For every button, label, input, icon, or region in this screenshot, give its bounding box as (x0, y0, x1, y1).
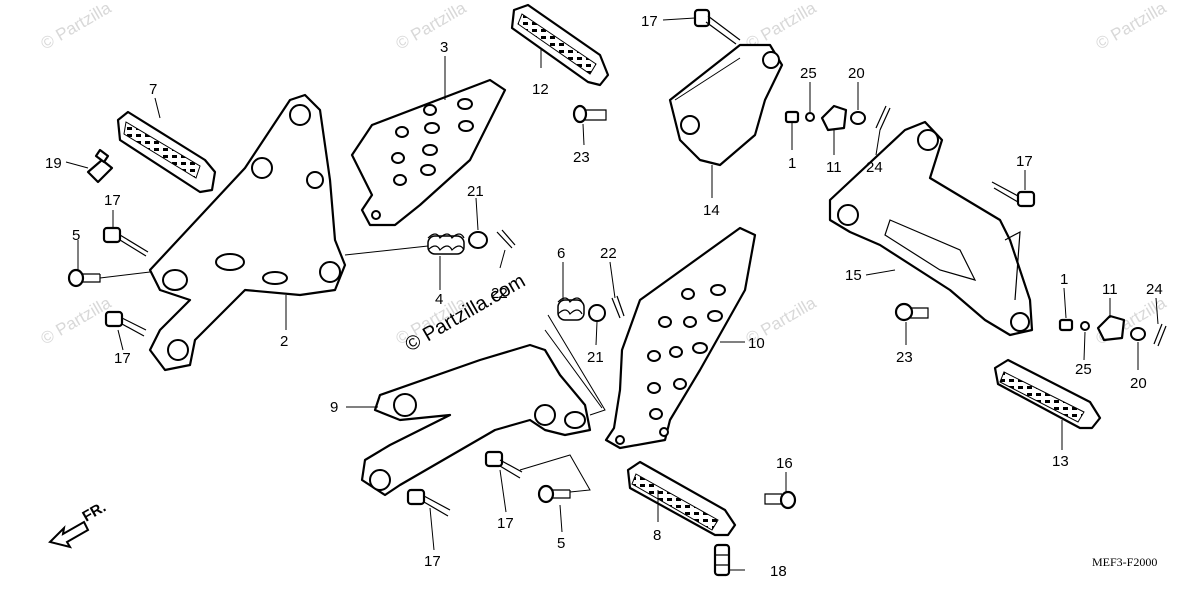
faint-watermark: © Partzilla (38, 0, 115, 53)
bracket-14 (668, 43, 784, 167)
footpeg-7 (116, 110, 217, 194)
bolt-17 (991, 181, 1036, 208)
bracket-9 (360, 343, 592, 497)
diagram-code: MEF3-F2000 (1092, 555, 1157, 569)
bolt-18 (713, 543, 731, 577)
faint-watermark: © Partzilla (393, 0, 470, 53)
callout-8: 8 (653, 527, 661, 544)
bolt-5 (537, 484, 571, 504)
callout-2: 2 (280, 333, 288, 350)
callout-17: 17 (497, 515, 514, 532)
heel-plate-3 (350, 78, 507, 227)
callout-16: 16 (776, 455, 793, 472)
bolt-17 (102, 226, 149, 257)
washer-21 (468, 231, 488, 249)
bracket-15 (828, 120, 1034, 337)
bolt-5 (67, 268, 101, 288)
callout-11: 11 (826, 159, 842, 176)
callout-10: 10 (748, 335, 765, 352)
callout-11: 11 (1102, 281, 1118, 298)
callout-5: 5 (557, 535, 565, 552)
callout-25: 25 (800, 65, 817, 82)
small-parts-lower (1058, 314, 1167, 347)
small-parts-upper (784, 104, 891, 132)
bracket-2 (148, 93, 347, 372)
callout-23: 22 (491, 285, 508, 302)
callout-20: 20 (848, 65, 865, 82)
callout-17: 17 (641, 13, 658, 30)
callout-25: 25 (1075, 361, 1092, 378)
callout-17: 17 (114, 350, 131, 367)
callout-24: 23 (573, 149, 590, 166)
bolt-19 (86, 148, 114, 184)
footpeg-13 (993, 358, 1102, 430)
faint-watermark: © Partzilla (38, 293, 115, 349)
callout-22: 24 (1146, 281, 1163, 298)
bolt-17 (406, 488, 451, 517)
callout-24: 23 (896, 349, 913, 366)
bolt-16 (764, 490, 797, 510)
callout-3: 3 (440, 39, 448, 56)
callout-17: 17 (424, 553, 441, 570)
bolt-24 (572, 104, 607, 124)
callout-15: 15 (845, 267, 862, 284)
bolt-17 (484, 450, 523, 479)
heel-plate-10 (604, 226, 757, 450)
washer-21 (588, 304, 606, 322)
callout-5: 5 (72, 227, 80, 244)
callout-18: 18 (770, 563, 787, 580)
pin-23 (611, 295, 625, 319)
callout-17: 17 (104, 192, 121, 209)
callout-19: 19 (45, 155, 62, 172)
callout-21: 21 (587, 349, 604, 366)
front-direction-arrow: FR. (48, 499, 109, 549)
callout-4: 4 (435, 291, 443, 308)
callout-7: 7 (149, 81, 157, 98)
callout-14: 14 (703, 202, 720, 219)
footpeg-12 (510, 3, 610, 87)
callout-6: 6 (557, 245, 565, 262)
callout-22: 24 (866, 159, 883, 176)
leader-lines (65, 17, 1159, 571)
bolt-17 (693, 8, 741, 45)
callout-21: 21 (467, 183, 484, 200)
spring-6 (557, 297, 585, 321)
pin-23 (496, 229, 516, 249)
callout-17: 17 (1016, 153, 1033, 170)
callout-labels: 7 19 17 5 17 2 3 4 21 22 12 23 17 14 1 2… (45, 13, 1163, 580)
footpeg-8 (626, 460, 737, 537)
partzilla-watermark: © Partzilla.com (402, 270, 530, 356)
callout-23: 22 (600, 245, 617, 262)
faint-watermark: © Partzilla (1093, 0, 1170, 53)
callout-12: 12 (532, 81, 549, 98)
spring-4 (427, 233, 465, 255)
callout-1: 1 (788, 155, 796, 172)
callout-9: 9 (330, 399, 338, 416)
callout-13: 13 (1052, 453, 1069, 470)
bolt-24 (894, 302, 929, 322)
bolt-17 (104, 310, 147, 337)
callout-1: 1 (1060, 271, 1068, 288)
callout-20: 20 (1130, 375, 1147, 392)
